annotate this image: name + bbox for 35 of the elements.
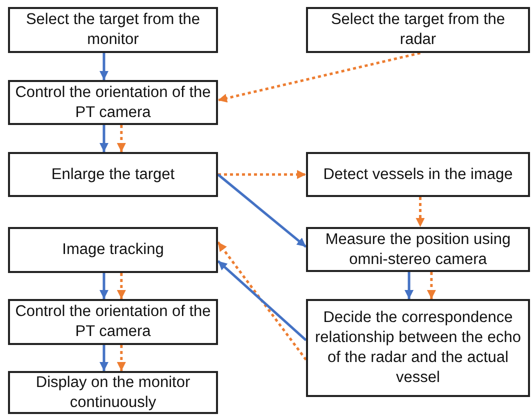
step-text: Measure the position using omni-stereo camera [324,230,512,270]
arrow [99,53,108,80]
arrow [116,273,126,299]
process-box [8,371,218,414]
step-text: Detect vessels in the image [323,164,513,184]
arrow [99,125,108,152]
process-box [306,227,530,272]
step-text: Control the orientation of the PT camera [14,302,212,342]
arrow [99,273,108,299]
step-text: Decide the correspondence relationship between the echo of the radar and the actual vessel [314,308,522,388]
process-box [8,152,218,197]
process-box [306,7,530,53]
step-text: Image tracking [62,240,164,260]
process-box [306,152,530,197]
step-text: Control the orientation of the PT camera [14,82,212,122]
arrow [218,170,306,179]
arrow [217,174,307,248]
arrow [416,197,425,227]
arrow [218,52,421,103]
process-box [8,299,218,345]
process-box [306,299,530,397]
step-text: Enlarge the target [51,164,175,184]
arrow [99,345,108,371]
process-box [8,7,218,53]
step-text: Select the target from the radar [330,10,506,50]
arrow [116,345,126,371]
arrow [217,260,307,342]
process-box [8,227,218,273]
arrow [116,125,126,152]
step-text: Display on the monitor continuously [34,372,192,412]
arrow [404,272,414,299]
process-box [8,80,218,125]
step-text: Select the target from the monitor [24,10,202,50]
arrow [217,241,307,360]
arrow [426,272,436,299]
